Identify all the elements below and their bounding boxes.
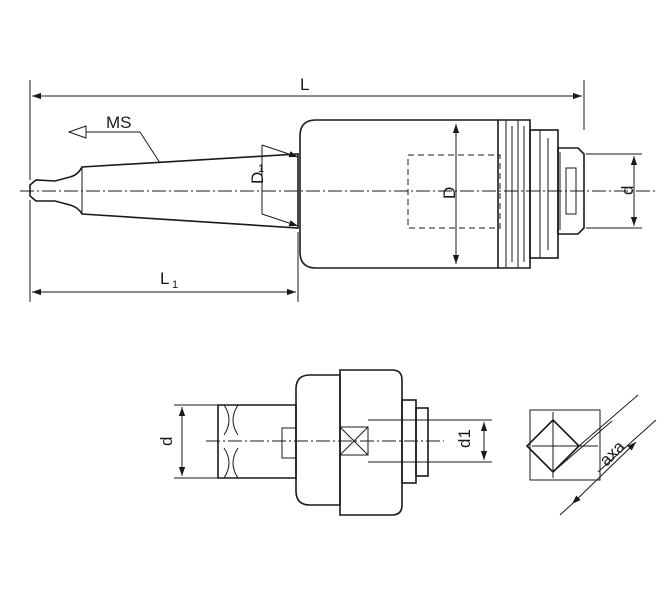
- adaptor-body: [295, 369, 403, 516]
- dim-d-top: d: [586, 153, 642, 229]
- label-D1-subscript: 1: [258, 163, 264, 175]
- top-view: L MS D 1 D: [20, 75, 655, 302]
- front-flange: [529, 129, 559, 259]
- chuck-body: D: [299, 119, 501, 269]
- dim-d1: d1: [428, 419, 492, 463]
- ms-callout: MS: [67, 113, 161, 164]
- label-d-top: d: [618, 186, 637, 195]
- dim-D1: D 1: [248, 144, 299, 227]
- label-L1: L: [160, 269, 169, 288]
- morse-taper-shank: [29, 153, 299, 229]
- dim-d-bottom: d: [157, 404, 224, 479]
- label-D1: D: [248, 172, 267, 184]
- label-d-bottom: d: [157, 437, 176, 446]
- square-detail: axa: [525, 394, 657, 516]
- label-MS: MS: [106, 113, 132, 132]
- adaptor-shank: [217, 404, 297, 479]
- label-L: L: [300, 75, 309, 94]
- label-L1-subscript: 1: [172, 279, 178, 291]
- label-d1: d1: [455, 429, 474, 448]
- bottom-view: d: [157, 369, 492, 516]
- dim-L: L: [29, 75, 585, 180]
- dim-L1: L 1: [29, 200, 299, 302]
- label-D: D: [440, 187, 459, 199]
- grooved-collar: [498, 119, 531, 269]
- label-axa: axa: [596, 437, 629, 470]
- adaptor-front: [401, 399, 429, 484]
